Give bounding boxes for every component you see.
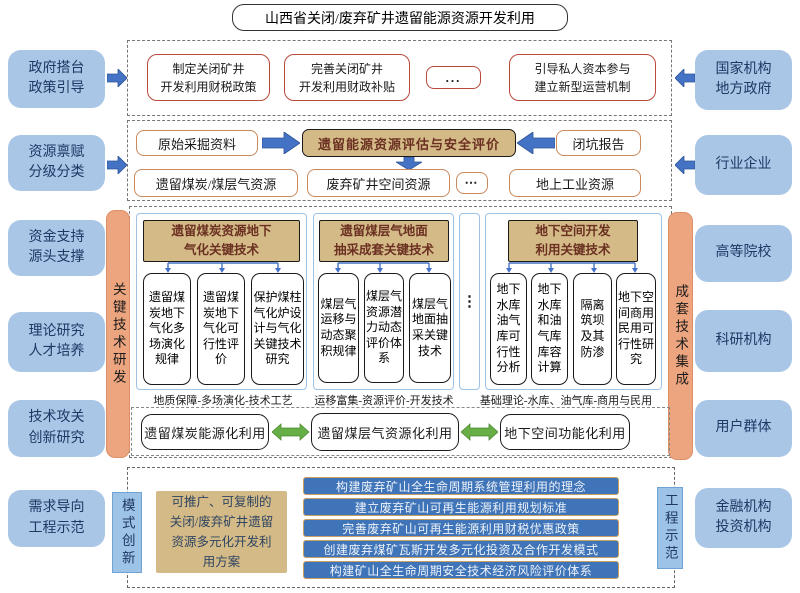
applications-frame <box>131 407 670 456</box>
application-coal-energy: 遗留煤炭能源化利用 <box>141 414 269 450</box>
resource-output-space: 废弃矿井空间资源 <box>307 169 450 197</box>
tech-group-cbm-header: 遗留煤层气地面 抽采成套关键技术 <box>319 220 449 262</box>
application-space-function: 地下空间功能化利用 <box>500 414 630 450</box>
demo-measure: 建立废弃矿山可再生能源利用规划标准 <box>303 498 619 516</box>
connector-lines <box>335 262 432 273</box>
demo-measure: 完善废弃矿山可再生能源利用财税优惠政策 <box>303 519 619 537</box>
policy-box-subsidy: 完善关闭矿井 开发利用财政补贴 <box>284 54 410 101</box>
tech-item: 煤层气资源潜力动态评价体系 <box>364 273 404 383</box>
demo-right-bar: 工程示范 <box>657 487 683 569</box>
tech-group-space-header: 地下空间开发 利用关键技术 <box>508 220 638 262</box>
tech-item: 保护煤柱气化炉设计与气化关键技术研究 <box>251 273 304 385</box>
tech-group-ellipsis: ⋮ <box>459 213 480 390</box>
left-item-demand: 需求导向 工程示范 <box>8 490 105 547</box>
tech-item: 遗留煤炭地下气化可行性评价 <box>197 273 245 385</box>
arrow-left-icon <box>675 156 695 174</box>
left-item-research: 技术攻关 创新研究 <box>8 400 105 457</box>
arrow-right-icon <box>107 69 127 87</box>
resource-section-frame <box>127 120 672 201</box>
right-item-institute: 科研机构 <box>695 310 792 372</box>
double-arrow-icon <box>272 423 309 441</box>
tech-item: 煤层气运移与动态聚积规律 <box>318 273 359 383</box>
diagram-title: 山西省关闭/废弃矿井遗留能源资源开发利用 <box>232 4 568 31</box>
connector-lines <box>506 262 638 273</box>
policy-section-frame <box>127 40 672 116</box>
policy-box-tax: 制定关闭矿井 开发利用财税政策 <box>147 54 270 101</box>
resource-output-coal-cbm: 遗留煤炭/煤层气资源 <box>134 169 298 197</box>
tech-group-label: 地质保障-多场演化-技术工艺 <box>153 395 293 407</box>
tech-item: 地下水库和油气库库容计算 <box>531 273 568 385</box>
tech-group-label: 基础理论-水库、油气库-商用与民用 <box>479 395 653 407</box>
application-cbm-resource: 遗留煤层气资源化利用 <box>311 413 459 451</box>
right-item-users: 用户群体 <box>695 400 792 457</box>
left-item-resource: 资源禀赋 分级分类 <box>8 135 105 191</box>
resource-output-ellipsis: ⋯ <box>456 172 488 194</box>
connector-lines <box>165 262 281 273</box>
arrow-down-icon <box>396 157 422 170</box>
tech-group-label: 运移富集-资源评价-开发技术 <box>314 395 454 407</box>
resource-output-surface: 地上工业资源 <box>509 169 641 197</box>
arrow-left-icon <box>675 69 695 87</box>
right-item-finance: 金融机构 投资机构 <box>695 488 792 548</box>
demo-left-bar: 模式创新 <box>112 492 142 573</box>
tech-right-bar: 成套技术集成 <box>668 212 693 460</box>
tech-group-gasification-header: 遗留煤炭资源地下 气化关键技术 <box>143 220 300 262</box>
resource-input-mining-data: 原始采掘资料 <box>136 130 258 156</box>
tech-item: 地下水库油气库可行性分析 <box>490 273 527 385</box>
tech-left-bar: 关键技术研发 <box>106 210 130 458</box>
left-item-funding: 资金支持 源头支撑 <box>8 220 105 276</box>
left-item-theory: 理论研究 人才培养 <box>8 312 105 372</box>
tech-item: 地下空间商用民用可行性研究 <box>616 273 656 385</box>
tech-item: 隔离筑坝及其防渗 <box>573 273 612 385</box>
policy-box-capital: 引导私人资本参与 建立新型运营机制 <box>509 54 656 101</box>
arrow-right-icon <box>262 132 300 154</box>
tech-item: 煤层气地面抽采关键技术 <box>409 273 451 383</box>
right-item-state: 国家机构 地方政府 <box>695 50 792 110</box>
resource-input-closure-report: 闭坑报告 <box>556 130 641 156</box>
arrow-left-icon <box>517 132 555 154</box>
arrow-right-icon <box>107 156 127 174</box>
right-item-industry: 行业企业 <box>695 135 792 195</box>
left-item-government: 政府搭台 政策引导 <box>8 50 105 108</box>
resource-evaluation-box: 遗留能源资源评估与安全评价 <box>302 129 516 157</box>
demo-measure: 构建废弃矿山全生命周期系统管理利用的理念 <box>303 477 619 495</box>
demo-plan-box: 可推广、可复制的 关闭/废弃矿井遗留 资源多元化开发利 用方案 <box>156 491 287 573</box>
right-item-university: 高等院校 <box>695 225 792 282</box>
policy-ellipsis: ... <box>426 66 481 89</box>
demo-measure: 创建废弃煤矿瓦斯开发多元化投资及合作开发模式 <box>303 540 619 558</box>
tech-item: 遗留煤炭地下气化多场演化规律 <box>143 273 191 385</box>
double-arrow-icon <box>461 423 498 441</box>
demo-measure: 构建矿山全生命周期安全技术经济风险评价体系 <box>303 561 619 579</box>
